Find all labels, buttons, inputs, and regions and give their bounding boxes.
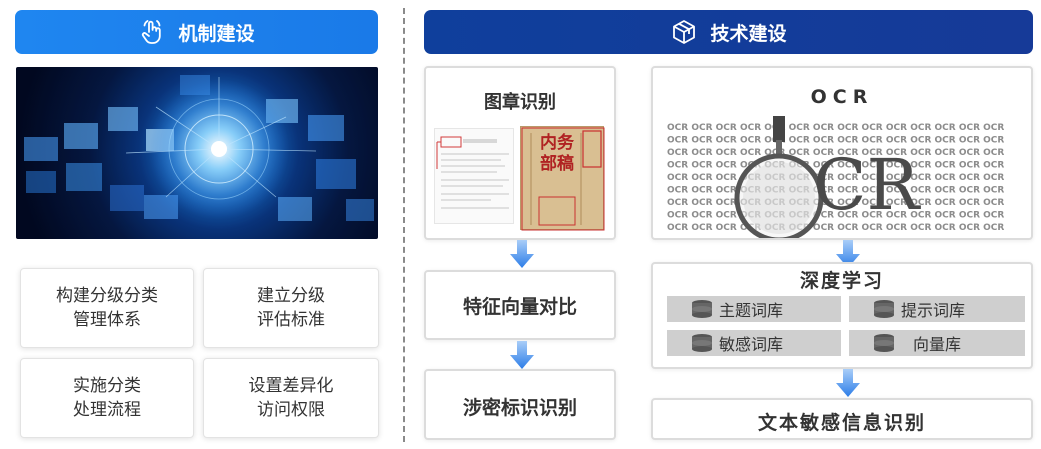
sensitive-info-recognition-title: 文本敏感信息识别: [757, 412, 926, 434]
ocr-title: OCR: [810, 86, 874, 108]
ocr-box: OCR OCR OCR OCR OCR OCR OCR OCR OCR OCR …: [651, 66, 1033, 240]
keyword-library-item: 主题词库: [667, 296, 841, 322]
feature-vector-title: 特征向量对比: [462, 296, 577, 318]
ocr-pattern-row: OCR OCR OCR OCR OCR OCR OCR OCR OCR OCR …: [667, 211, 1004, 221]
classified-mark-title: 涉密标识识别: [462, 397, 577, 419]
stamp-text: 内务部稿: [540, 133, 574, 174]
keyword-library-item: 提示词库: [849, 296, 1025, 322]
stamped-document: 内务部稿: [520, 126, 605, 231]
classified-mark-box: 涉密标识识别: [424, 369, 616, 440]
database-icon: [874, 300, 894, 318]
ocr-pattern-row: OCR OCR OCR OCR OCR OCR OCR OCR OCR OCR …: [667, 161, 1004, 171]
ocr-big-text: CR: [813, 144, 920, 226]
mechanism-card: 设置差异化访问权限: [203, 358, 379, 438]
deep-learning-box: 深度学习 主题词库 提示词库 敏感词库 向量库: [651, 262, 1033, 369]
ai-technology-image: [16, 67, 378, 239]
cube-icon: [670, 18, 698, 46]
ocr-pattern-row: OCR OCR OCR OCR OCR OCR OCR OCR OCR OCR …: [667, 173, 1004, 183]
mechanism-card: 构建分级分类管理体系: [20, 268, 194, 348]
database-icon: [692, 334, 712, 352]
keyword-library-item: 敏感词库: [667, 330, 841, 356]
ocr-pattern-row: OCR OCR OCR OCR OCR OCR OCR OCR OCR OCR …: [667, 136, 1004, 146]
sensitive-info-recognition-box: 文本敏感信息识别: [651, 398, 1033, 440]
technology-header-title: 技术建设: [710, 22, 787, 45]
arrow-down-icon: [836, 240, 860, 268]
ocr-pattern-row: OCR OCR OCR OCR OCR OCR OCR OCR OCR OCR …: [667, 198, 1004, 208]
ocr-pattern-row: OCR OCR OCR OCR OCR OCR OCR OCR OCR OCR …: [667, 186, 1004, 196]
hand-pointer-icon: [138, 18, 166, 46]
mechanism-header: 机制建设: [15, 10, 378, 54]
database-icon: [874, 334, 894, 352]
feature-vector-box: 特征向量对比: [424, 270, 616, 340]
document-preview: [434, 128, 514, 224]
mechanism-card: 实施分类处理流程: [20, 358, 194, 438]
keyword-library-item: 向量库: [849, 330, 1025, 356]
mechanism-card: 建立分级评估标准: [203, 268, 379, 348]
section-divider: [403, 8, 405, 442]
mechanism-header-title: 机制建设: [178, 22, 255, 45]
ocr-pattern: OCR OCR OCR OCR OCR OCR OCR OCR OCR OCR …: [667, 120, 1021, 232]
seal-recognition-title: 图章识别: [484, 92, 556, 113]
deep-learning-title: 深度学习: [799, 270, 884, 292]
technology-header: 技术建设: [424, 10, 1033, 54]
ocr-pattern-row: OCR OCR OCR OCR OCR OCR OCR OCR OCR OCR …: [667, 223, 1004, 232]
ocr-pattern-row: OCR OCR OCR OCR OCR OCR OCR OCR OCR OCR …: [667, 148, 1004, 158]
seal-recognition-box: 图章识别 内务部稿: [424, 66, 616, 240]
magnifier-icon: [734, 116, 824, 238]
arrow-down-icon: [836, 369, 860, 397]
database-icon: [692, 300, 712, 318]
arrow-down-icon: [510, 341, 534, 369]
ocr-pattern-row: OCR OCR OCR OCR OCR OCR OCR OCR OCR OCR …: [667, 123, 1004, 133]
arrow-down-icon: [510, 240, 534, 268]
